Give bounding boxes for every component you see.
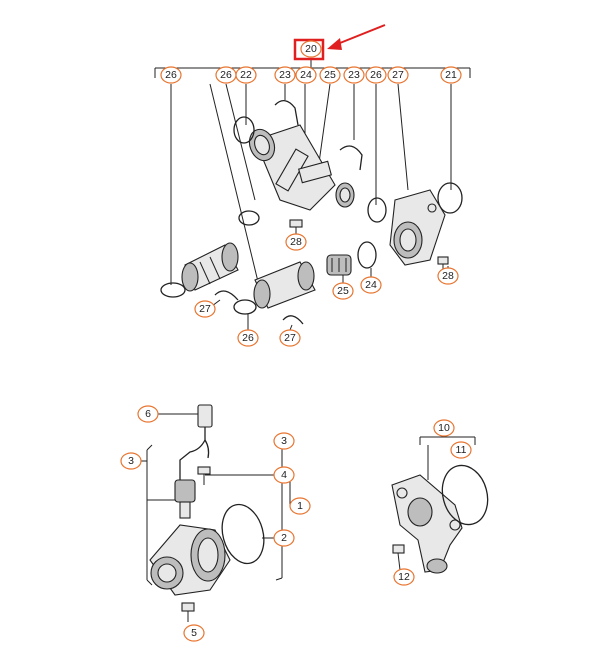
callout-bottom-left-3: 4 (273, 466, 295, 484)
callout-top-row-8: 27 (387, 66, 409, 84)
callout-top-lower-3: 28 (437, 267, 459, 285)
bottom-right-assembly (391, 436, 489, 574)
callout-top-lower-1: 25 (332, 282, 354, 300)
callout-bottom-left-5: 2 (273, 529, 295, 547)
callout-number: 25 (324, 69, 336, 81)
callout-number: 2 (281, 532, 287, 544)
callout-top-lower-4: 27 (194, 300, 216, 318)
callout-number: 12 (398, 571, 410, 583)
callout-number: 28 (442, 270, 454, 282)
callout-number: 27 (392, 69, 404, 81)
callout-top-row-7: 26 (365, 66, 387, 84)
callout-number: 25 (337, 285, 349, 297)
callout-number: 27 (199, 303, 211, 315)
callout-top-row-2: 22 (235, 66, 257, 84)
callout-top-row-5: 25 (319, 66, 341, 84)
callout-top-lower-2: 24 (360, 276, 382, 294)
callout-number: 26 (220, 69, 232, 81)
callout-top-row-4: 24 (295, 66, 317, 84)
callout-top-lower-6: 27 (279, 329, 301, 347)
callout-bottom-left-1: 3 (120, 452, 142, 470)
callout-number: 26 (165, 69, 177, 81)
callout-bottom-left-4: 1 (289, 497, 311, 515)
callout-number: 21 (445, 69, 457, 81)
callout-number: 26 (370, 69, 382, 81)
callout-number: 23 (348, 69, 360, 81)
callout-bottom-left-2: 3 (273, 432, 295, 450)
callout-top-row-1: 26 (215, 66, 237, 84)
callout-top-main-0: 20 (300, 40, 322, 58)
callout-top-row-6: 23 (343, 66, 365, 84)
callout-number: 23 (279, 69, 291, 81)
callout-number: 28 (290, 236, 302, 248)
callout-bottom-left-0: 6 (137, 405, 159, 423)
callout-number: 22 (240, 69, 252, 81)
callout-number: 3 (128, 455, 134, 467)
pointer-arrow (334, 24, 386, 46)
callout-top-row-3: 23 (274, 66, 296, 84)
callout-number: 5 (191, 627, 197, 639)
callout-number: 3 (281, 435, 287, 447)
callout-number: 11 (456, 444, 467, 456)
callout-number: 1 (297, 500, 303, 512)
callout-number: 26 (242, 332, 254, 344)
callout-number: 27 (284, 332, 296, 344)
callout-top-row-9: 21 (440, 66, 462, 84)
callout-bottom-left-6: 5 (183, 624, 205, 642)
callout-number: 4 (281, 469, 287, 481)
callout-number: 24 (365, 279, 377, 291)
callout-number: 6 (145, 408, 151, 420)
callout-bottom-right-2: 12 (393, 568, 415, 586)
callout-number: 20 (305, 43, 317, 55)
callout-bottom-right-0: 10 (433, 419, 455, 437)
callout-number: 24 (300, 69, 312, 81)
callout-bottom-right-1: 11 (450, 441, 472, 459)
highlight-box (293, 38, 325, 61)
bottom-left-assembly (139, 404, 292, 622)
callout-top-row-0: 26 (160, 66, 182, 84)
callout-top-lower-0: 28 (285, 233, 307, 251)
top-assembly (154, 24, 471, 331)
callout-number: 10 (438, 422, 450, 434)
callout-top-lower-5: 26 (237, 329, 259, 347)
